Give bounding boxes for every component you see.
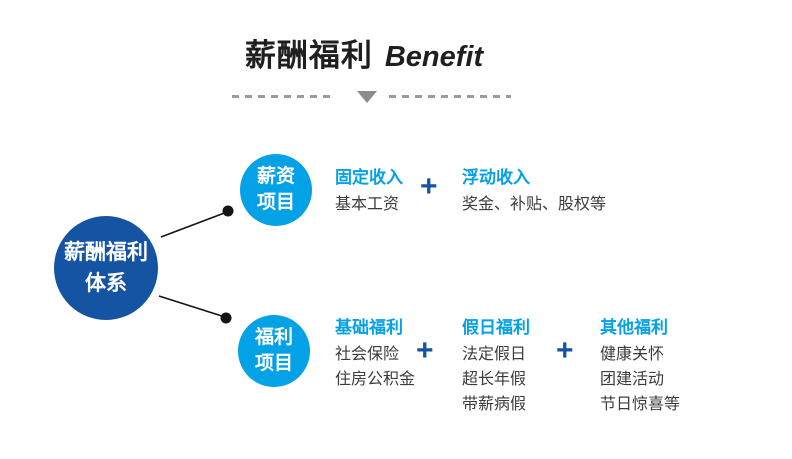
title-english: Benefit <box>384 41 484 73</box>
page-title: 薪酬福利 Benefit <box>0 30 728 75</box>
salary-node-label-line2: 项目 <box>256 192 295 213</box>
group-heading: 其他福利 <box>600 318 668 337</box>
group-item: 住房公积金 <box>335 371 416 388</box>
welfare-node-label-line2: 项目 <box>254 353 293 374</box>
connector-dot-top <box>222 205 234 217</box>
group-item: 社会保险 <box>335 346 400 363</box>
welfare-node-label-line1: 福利 <box>254 327 293 348</box>
dashed-line-left <box>232 95 334 98</box>
salary-node-label-line1: 薪资 <box>256 166 295 187</box>
group-fixed-income: 固定收入 基本工资 <box>335 167 403 217</box>
group-basic-welfare: 基础福利 社会保险 住房公积金 <box>335 317 415 392</box>
group-holiday-welfare: 假日福利 法定假日 超长年假 带薪病假 <box>462 317 530 417</box>
group-heading: 固定收入 <box>335 168 403 187</box>
group-item: 团建活动 <box>600 371 665 388</box>
group-item: 超长年假 <box>462 371 527 388</box>
group-item: 基本工资 <box>335 196 400 213</box>
connector-line-bottom <box>158 295 226 318</box>
plus-sign: + <box>416 334 434 367</box>
group-other-welfare: 其他福利 健康关怀 团建活动 节日惊喜等 <box>600 317 680 417</box>
group-item: 法定假日 <box>462 346 527 363</box>
connector-line-top <box>160 211 228 238</box>
group-item: 奖金、补贴、股权等 <box>462 196 607 213</box>
group-heading: 假日福利 <box>462 318 530 337</box>
plus-sign: + <box>420 170 438 203</box>
down-triangle-icon <box>357 91 377 103</box>
welfare-node-circle: 福利 项目 <box>238 315 310 387</box>
connector-dot-bottom <box>220 312 232 324</box>
group-item: 带薪病假 <box>462 396 527 413</box>
plus-sign: + <box>556 334 574 367</box>
group-item: 节日惊喜等 <box>600 396 681 413</box>
group-heading: 基础福利 <box>335 318 403 337</box>
group-heading: 浮动收入 <box>462 168 530 187</box>
group-floating-income: 浮动收入 奖金、补贴、股权等 <box>462 167 606 217</box>
salary-node-circle: 薪资 项目 <box>240 154 312 226</box>
root-node-label-line2: 体系 <box>85 272 127 295</box>
root-node-circle: 薪酬福利 体系 <box>54 216 158 320</box>
title-chinese: 薪酬福利 <box>244 38 373 73</box>
root-node-label-line1: 薪酬福利 <box>64 241 148 264</box>
dashed-line-right <box>389 95 511 98</box>
group-item: 健康关怀 <box>600 346 665 363</box>
